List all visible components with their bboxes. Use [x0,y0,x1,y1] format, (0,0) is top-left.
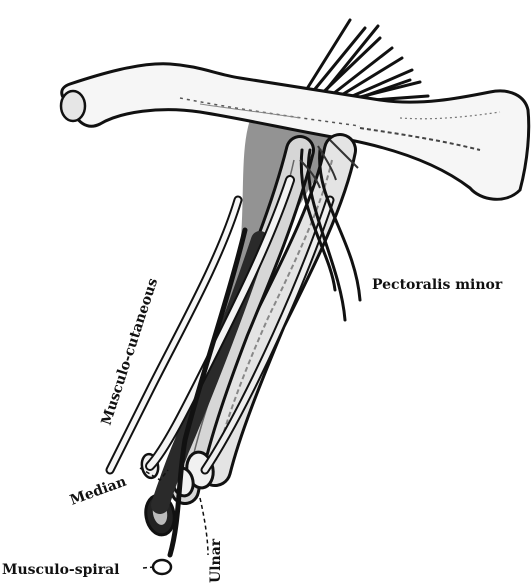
label-ulnar: Ulnar [208,538,224,583]
label-musculo-spiral: Musculo-spiral [2,562,119,578]
label-musculo-cutaneous: Musculo-cutaneous [99,276,162,427]
label-median: Median [68,474,129,509]
label-pectoralis-minor: Pectoralis minor [372,277,503,293]
ulnar-leader-line [200,498,208,555]
musculo-spiral-leader-line [143,567,154,568]
